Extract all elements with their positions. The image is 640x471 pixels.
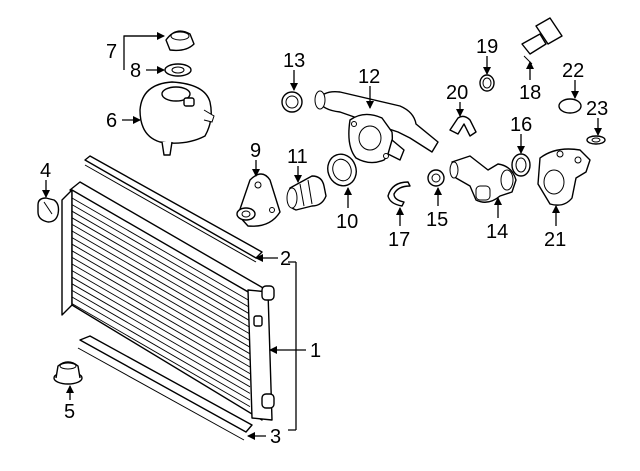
radiator-fin-line [71, 217, 251, 322]
callout-4: 4 [40, 160, 51, 182]
callout-1: 1 [310, 340, 321, 362]
lower-mount-bushing [53, 361, 83, 385]
flange-gasket [327, 153, 357, 187]
expansion-tank-cap [165, 30, 195, 52]
callout-labels: 1 2 3 4 5 6 7 8 9 10 11 12 13 14 15 16 1… [40, 36, 608, 448]
retaining-clip-20 [449, 115, 477, 137]
lower-radiator-bracket [77, 335, 253, 441]
o-ring-16 [511, 153, 531, 177]
o-ring-15 [427, 169, 445, 187]
radiator-fin-line [71, 243, 251, 348]
callout-7: 7 [106, 41, 117, 63]
callout-17: 17 [388, 229, 410, 251]
callout-19: 19 [476, 36, 498, 58]
callout-12: 12 [358, 66, 380, 88]
callout-13: 13 [283, 50, 305, 72]
leader-lines [42, 32, 602, 440]
callout-5: 5 [64, 401, 75, 423]
callout-21: 21 [544, 229, 566, 251]
radiator-fin-line [71, 290, 251, 394]
radiator-fin-line [71, 270, 251, 374]
retaining-clip-17 [387, 181, 411, 207]
upper-radiator-bracket [84, 155, 263, 263]
callout-6: 6 [106, 110, 117, 132]
radiator-fin-line [71, 230, 251, 335]
temperature-sensor [521, 17, 563, 65]
callout-15: 15 [426, 209, 448, 231]
radiator-fin-line [71, 197, 251, 302]
radiator-fin-line [71, 250, 251, 355]
o-ring-13 [281, 91, 303, 113]
callout-16: 16 [510, 114, 532, 136]
water-outlet [449, 155, 517, 203]
coolant-sleeve [286, 175, 327, 211]
radiator-fin-line [71, 210, 251, 315]
callout-9: 9 [250, 140, 261, 162]
callout-14: 14 [486, 221, 508, 243]
radiator-fin-line [71, 257, 251, 361]
upper-mount-bushing [37, 197, 60, 223]
radiator-fin-line [71, 296, 251, 401]
sealing-plug [558, 98, 582, 114]
callout-20: 20 [446, 82, 468, 104]
seal-23 [586, 135, 606, 145]
callout-3: 3 [270, 426, 281, 448]
callout-18: 18 [519, 82, 541, 104]
callout-2: 2 [280, 248, 291, 270]
radiator-fin-line [71, 283, 251, 388]
radiator-fin-line [71, 224, 251, 328]
thermostat-housing-pipe [314, 90, 439, 164]
radiator-fin-line [71, 276, 251, 381]
callout-10: 10 [336, 211, 358, 233]
radiator-fin-line [71, 237, 251, 341]
coolant-flange [236, 173, 281, 227]
radiator-fin-line [71, 303, 251, 407]
callout-22: 22 [562, 60, 584, 82]
cap-seal-ring [164, 63, 192, 77]
radiator-fin-line [71, 204, 251, 308]
coolant-connector-flange [537, 148, 591, 206]
callout-8: 8 [130, 60, 141, 82]
callout-23: 23 [586, 98, 608, 120]
radiator [61, 181, 275, 421]
coolant-expansion-tank [139, 81, 215, 156]
o-ring-19 [479, 74, 495, 92]
callout-11: 11 [287, 146, 308, 168]
radiator-fin-line [71, 263, 251, 368]
radiator-fins [71, 197, 251, 407]
